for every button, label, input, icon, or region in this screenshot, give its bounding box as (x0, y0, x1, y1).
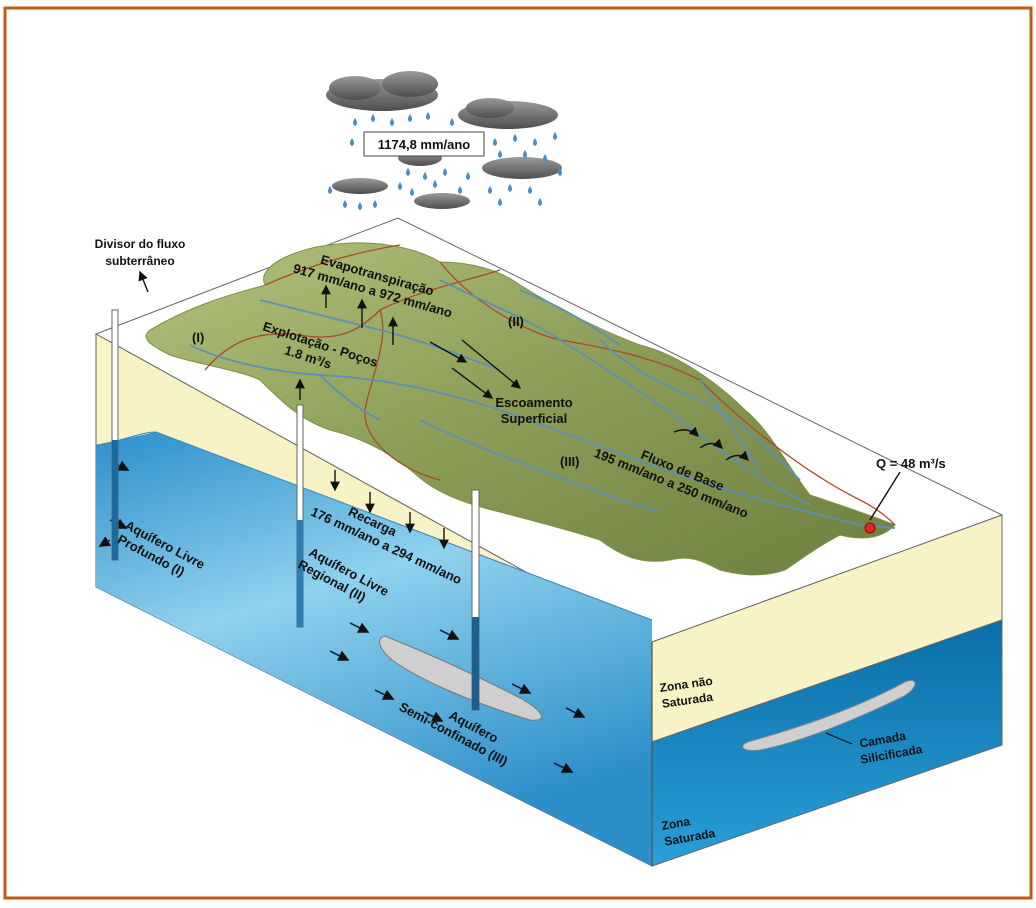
discharge-point (864, 522, 876, 534)
basin-boundaries (204, 244, 896, 526)
watershed-terrain (145, 242, 896, 576)
label-region-ii: (II) (508, 314, 524, 329)
silicified-lens-front (379, 635, 542, 721)
surface-arrows (138, 270, 901, 550)
wells (111, 309, 480, 711)
well-1-water (112, 440, 118, 560)
rainfall-label: 1174,8 mm/ano (378, 137, 471, 152)
well-3-water (472, 617, 479, 710)
label-zona-sat-line1: Zona (660, 814, 691, 833)
rain-drops (328, 112, 562, 210)
label-discharge: Q = 48 m³/s (876, 456, 946, 471)
label-region-i: (I) (192, 330, 204, 345)
water-table-line (95, 431, 653, 621)
river-network (189, 279, 896, 529)
rainfall-box (363, 131, 485, 157)
well-2-water (297, 520, 303, 627)
label-divisor-line2: subterrâneo (105, 254, 174, 268)
silicified-lens-side (742, 680, 916, 751)
label-escoamento-line1: Escoamento (495, 395, 572, 410)
front-saturated-zone (96, 432, 652, 866)
label-divisor-line1: Divisor do fluxo (95, 237, 186, 251)
rain-clouds (326, 71, 562, 209)
label-region-iii: (III) (560, 454, 580, 469)
label-escoamento-line2: Superficial (501, 411, 567, 426)
